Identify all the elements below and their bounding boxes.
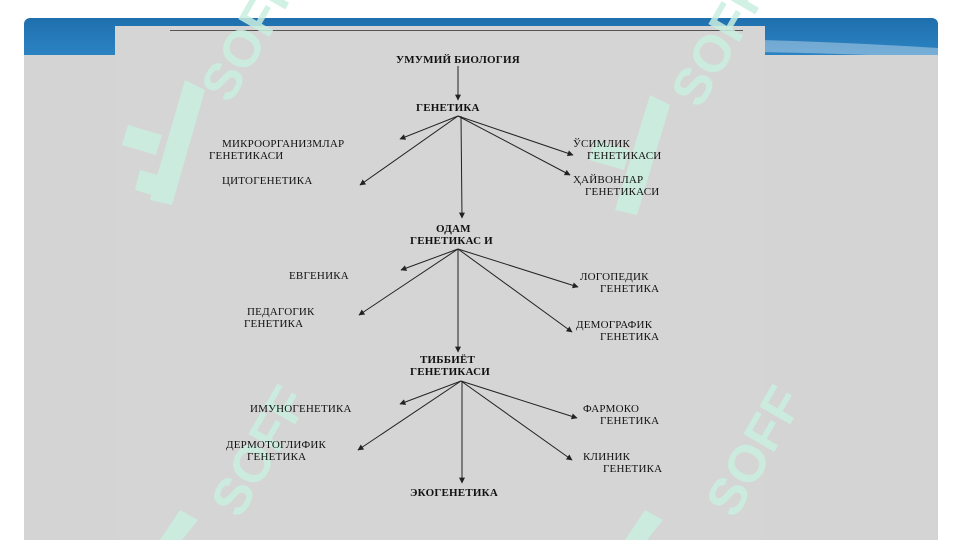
node-root: УМУМИЙ БИОЛОГИЯ [396,54,520,66]
node-ped-line1: ПЕДАГОГИК [247,306,315,318]
arrow-med-pharma [460,380,578,420]
node-pharma-line1: ФАРМОКО [583,403,640,415]
arrow-genetics-cyto [359,115,459,186]
node-pharma-line2: ГЕНЕТИКА [600,415,660,427]
node-logo-line1: ЛОГОПЕДИК [580,271,649,283]
arrow-genetics-animal [457,115,571,176]
node-demo-line1: ДЕМОГРАФИК [576,319,653,331]
arrow-med-clinic [460,380,573,461]
arrow-med-immuno [399,380,462,405]
node-micro-line2: ГЕНЕТИКАСИ [209,150,284,162]
node-dermo-line1: ДЕРМОТОГЛИФИК [226,439,327,451]
node-clinic-line2: ГЕНЕТИКА [603,463,663,475]
node-human-line2: ГЕНЕТИКАС И [410,235,493,247]
node-demo-line2: ГЕНЕТИКА [600,331,660,343]
arrow-human-logo [457,248,579,289]
node-animal-line2: ГЕНЕТИКАСИ [585,186,660,198]
node-genetics: ГЕНЕТИКА [416,102,480,114]
arrow-human-demo [457,248,573,333]
node-cyto: ЦИТОГЕНЕТИКА [222,175,313,187]
node-clinic-line1: КЛИНИК [583,451,631,463]
arrow-human-eugenics [400,248,459,271]
node-eco: ЭКОГЕНЕТИКА [410,487,498,499]
node-logo-line2: ГЕНЕТИКА [600,283,660,295]
arrow-genetics-human [458,115,465,219]
node-med-line1: ТИББИЁТ [420,354,476,366]
arrow-med-dermo [357,380,462,451]
arrow-genetics-micro [399,115,459,140]
arrow-genetics-plant [457,115,574,157]
node-ped-line2: ГЕНЕТИКА [244,318,304,330]
top-rule [170,30,743,31]
node-plant-line2: ГЕНЕТИКАСИ [587,150,662,162]
node-animal-line1: ҲАЙВОНЛАР [573,174,644,186]
node-immuno: ИМУНОГЕНЕТИКА [250,403,352,415]
arrow-human-ped [358,248,459,316]
node-med-line2: ГЕНЕТИКАСИ [410,366,490,378]
node-human-line1: ОДАМ [436,223,471,235]
node-plant-line1: ЎСИМЛИК [573,138,630,150]
node-micro-line1: МИКРООРГАНИЗМЛАР [222,138,345,150]
node-dermo-line2: ГЕНЕТИКА [247,451,307,463]
node-eugenics: ЕВГЕНИКА [289,270,349,282]
